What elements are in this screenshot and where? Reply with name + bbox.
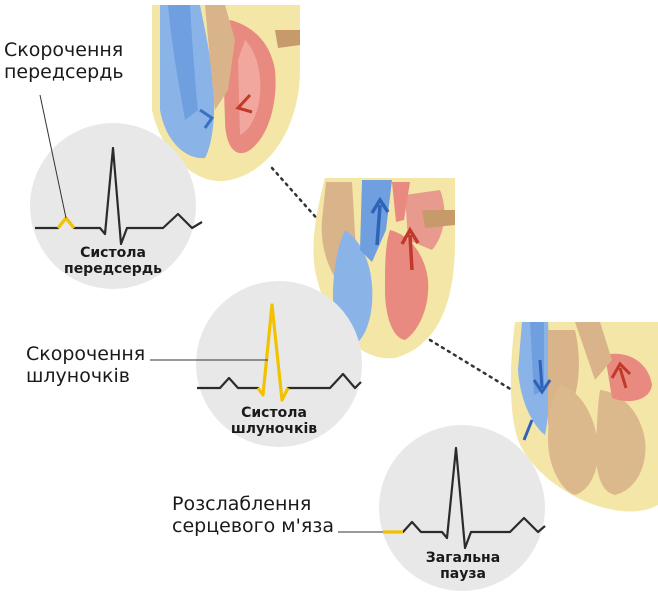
connector-dots-2 bbox=[428, 338, 514, 392]
connector-dots-1 bbox=[270, 166, 322, 224]
ecg-caption-2: Систола шлуночків bbox=[219, 405, 329, 437]
stage-2-label-line1: Скорочення bbox=[26, 343, 146, 365]
ecg-panel-3 bbox=[338, 425, 546, 591]
heart-illustration-3 bbox=[510, 322, 658, 512]
ecg-panel-2 bbox=[150, 281, 362, 447]
ecg-circle-1 bbox=[30, 123, 196, 289]
ecg-caption-3-line2: пауза bbox=[440, 566, 486, 583]
stage-3-label: Розслаблення серцевого м'яза bbox=[172, 493, 335, 538]
stage-1-label-line1: Скорочення bbox=[4, 39, 124, 61]
stage-1-label: Скорочення передсердь bbox=[4, 39, 124, 84]
stage-1-label-line2: передсердь bbox=[4, 60, 124, 83]
stage-3-label-line1: Розслаблення bbox=[172, 493, 312, 515]
heart-illustration-2 bbox=[313, 178, 455, 359]
ecg-panel-1 bbox=[30, 94, 203, 289]
ecg-caption-2-line1: Систола bbox=[241, 405, 307, 421]
ecg-caption-1-line1: Систола bbox=[80, 245, 146, 261]
ecg-caption-3: Загальна пауза bbox=[408, 550, 518, 582]
stage-2-label: Скорочення шлуночків bbox=[26, 343, 146, 388]
ecg-caption-1-line2: передсердь bbox=[64, 261, 162, 278]
stage-3-label-line2: серцевого м'яза bbox=[172, 514, 335, 537]
ecg-caption-2-line2: шлуночків bbox=[230, 421, 318, 438]
label-pointer-1 bbox=[39, 94, 67, 219]
heart-illustration-1 bbox=[152, 5, 300, 182]
stage-2-label-line2: шлуночків bbox=[26, 364, 130, 387]
ecg-caption-3-line1: Загальна bbox=[425, 550, 501, 566]
ecg-trace-3 bbox=[383, 446, 546, 550]
ecg-highlight-qrs bbox=[256, 303, 290, 402]
ecg-caption-1: Систола передсердь bbox=[58, 245, 168, 277]
